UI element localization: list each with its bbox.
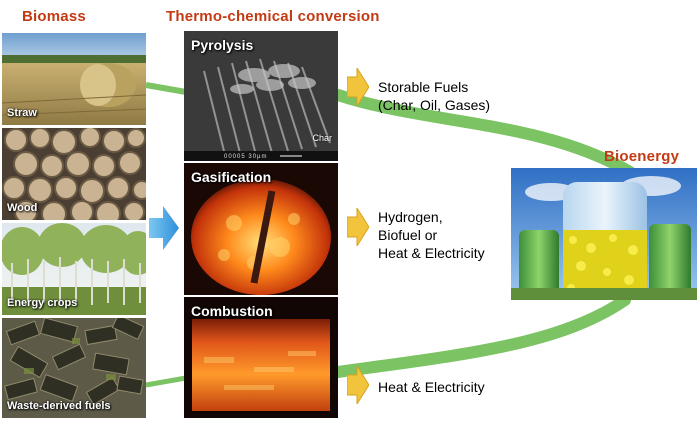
waste-fuels-photo: Waste-derived fuels (2, 318, 146, 418)
arrow-right-icon (347, 208, 369, 246)
curve-waste-to-combustion (145, 375, 187, 388)
arrow-right-icon (347, 366, 369, 404)
bioenergy-photo (511, 168, 697, 300)
straw-label: Straw (7, 107, 37, 119)
energy-crops-label: Energy crops (7, 297, 78, 309)
scale-bar-text: 00005 30µm (224, 154, 268, 160)
conversion-heading: Thermo-chemical conversion (166, 8, 380, 25)
energy-crops-photo: Energy crops (2, 223, 146, 315)
output-heat-electricity: Heat & Electricity (378, 378, 485, 396)
combustion-panel: Combustion (184, 297, 338, 418)
output-storable-fuels: Storable Fuels (Char, Oil, Gases) (378, 78, 490, 114)
curve-straw-to-pyrolysis (145, 82, 187, 95)
output-line: (Char, Oil, Gases) (378, 97, 491, 113)
gasification-panel: Gasification (184, 163, 338, 295)
pyrolysis-panel: Pyrolysis Char 00005 30µm (184, 31, 338, 161)
bioenergy-heading: Bioenergy (604, 148, 680, 165)
waste-fuels-label: Waste-derived fuels (7, 400, 111, 412)
combustion-label: Combustion (191, 303, 273, 319)
output-line: Storable Fuels (378, 79, 469, 95)
arrow-right-icon (347, 68, 369, 106)
output-line: Heat & Electricity (378, 245, 485, 261)
output-hydrogen-biofuel: Hydrogen, Biofuel or Heat & Electricity (378, 208, 485, 262)
curve-pyrolysis-to-bioenergy (332, 89, 636, 178)
wood-photo: Wood (2, 128, 146, 220)
output-line: Hydrogen, (378, 209, 443, 225)
gasification-label: Gasification (191, 169, 272, 185)
curve-combustion-to-bioenergy (332, 294, 631, 378)
biomass-heading: Biomass (22, 8, 86, 25)
pyrolysis-label: Pyrolysis (191, 37, 254, 53)
wood-label: Wood (7, 202, 38, 214)
char-tag: Char (312, 133, 332, 143)
output-line: Biofuel or (378, 227, 438, 243)
arrow-right-icon (149, 206, 179, 250)
output-line: Heat & Electricity (378, 379, 485, 395)
straw-photo: Straw (2, 33, 146, 125)
